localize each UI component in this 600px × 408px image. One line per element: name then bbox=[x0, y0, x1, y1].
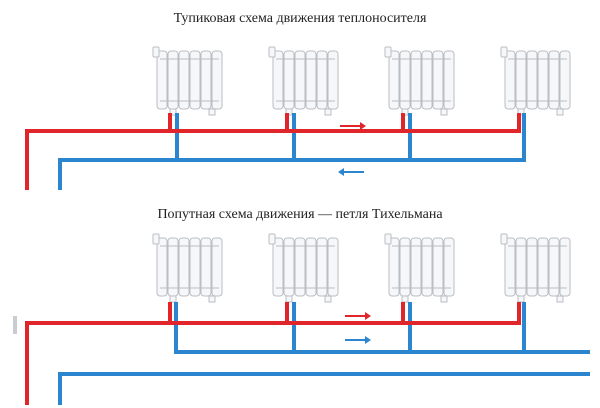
radiators bbox=[152, 46, 571, 116]
dead-end-scheme-title: Тупиковая схема движения теплоносителя bbox=[173, 11, 427, 26]
radiators bbox=[152, 233, 571, 303]
radiator bbox=[384, 233, 455, 303]
radiator bbox=[500, 233, 571, 303]
radiator bbox=[384, 46, 455, 116]
radiator bbox=[152, 233, 223, 303]
return-pipe bbox=[58, 113, 526, 190]
radiator bbox=[268, 46, 339, 116]
supply-flow-arrow bbox=[345, 312, 371, 320]
supply-pipe bbox=[25, 302, 521, 405]
radiator bbox=[500, 46, 571, 116]
tichelmann-scheme bbox=[13, 233, 590, 405]
return-pipe bbox=[58, 302, 590, 405]
tichelmann-scheme-title: Попутная схема движения — петля Тихельма… bbox=[157, 207, 443, 222]
return-flow-arrow bbox=[345, 336, 371, 344]
supply-flow-arrow bbox=[340, 122, 366, 130]
return-flow-arrow bbox=[338, 168, 364, 176]
radiator bbox=[152, 46, 223, 116]
supply-pipe bbox=[25, 113, 521, 190]
pipe-stub bbox=[13, 316, 17, 334]
radiator bbox=[268, 233, 339, 303]
dead-end-scheme bbox=[25, 46, 571, 190]
